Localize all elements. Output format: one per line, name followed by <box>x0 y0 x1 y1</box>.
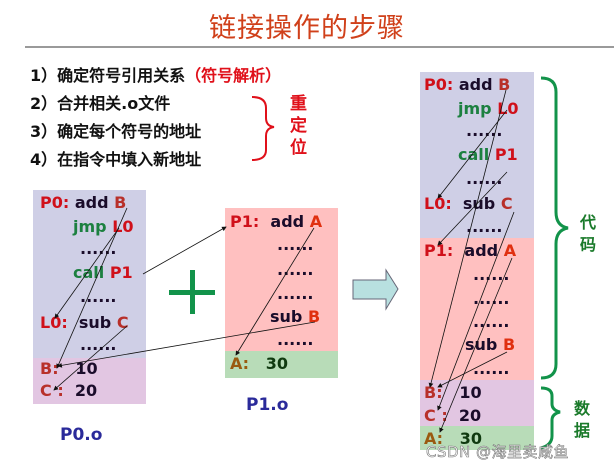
merged-line-7: ...... <box>466 217 503 236</box>
merged-line-3: ...... <box>466 121 503 140</box>
step-2: 2）合并相关.o文件 <box>30 90 170 114</box>
p1-data-a: A: 30 <box>230 354 289 373</box>
merged-line-2: jmp L0 <box>458 99 519 118</box>
step-text: 确定每个符号的地址 <box>57 122 202 141</box>
data-label: 数 据 <box>574 398 592 442</box>
p1-line-5: sub B <box>270 307 321 326</box>
merged-line-9: ...... <box>473 265 510 284</box>
step-1: 1）确定符号引用关系（符号解析） <box>30 62 281 86</box>
code-char: 码 <box>580 235 597 254</box>
reloc-char: 位 <box>290 138 307 158</box>
p0-data-b: B: 10 <box>40 359 98 378</box>
code-label: 代 码 <box>580 212 598 256</box>
merged-line-5: ...... <box>466 169 503 188</box>
merged-line-11: ...... <box>473 312 510 331</box>
step-number: 3） <box>30 122 58 141</box>
title-divider <box>25 46 614 48</box>
merge-arrow-icon <box>352 268 399 311</box>
p0-line-7: ...... <box>80 335 117 354</box>
step-4: 4）在指令中填入新地址 <box>30 146 201 170</box>
step-text: 在指令中填入新地址 <box>57 150 202 169</box>
step-number: 1） <box>30 66 58 85</box>
p0-line-2: jmp L0 <box>73 217 134 236</box>
p0-line-1: P0: add B <box>40 193 127 212</box>
step-note: （符号解析） <box>185 66 282 85</box>
reloc-char: 定 <box>290 116 307 136</box>
p1-line-1: P1: add A <box>230 212 323 231</box>
merged-line-6: L0: sub C <box>424 194 513 213</box>
data-char: 据 <box>574 421 591 440</box>
step-number: 4） <box>30 150 58 169</box>
merged-line-13: ...... <box>473 359 510 378</box>
reloc-char: 重 <box>290 94 307 114</box>
p0-line-5: ...... <box>80 287 117 306</box>
merged-data-c: C : 20 <box>424 406 482 425</box>
merged-line-8: P1: add A <box>424 241 517 260</box>
step-text: 合并相关.o文件 <box>57 94 171 113</box>
p1-line-6: ...... <box>277 330 314 349</box>
merged-line-10: ...... <box>473 289 510 308</box>
p1-line-2: ...... <box>277 235 314 254</box>
merged-data-b: B: 10 <box>424 383 482 402</box>
p0-line-3: ...... <box>80 239 117 258</box>
p0-data-c: C : 20 <box>40 381 98 400</box>
data-char: 数 <box>574 399 591 418</box>
watermark: CSDN @海里卖咸鱼 <box>426 443 570 462</box>
merged-line-4: call P1 <box>458 145 518 164</box>
p1-line-4: ...... <box>277 284 314 303</box>
step-3: 3）确定每个符号的地址 <box>30 118 201 142</box>
p1-filename: P1.o <box>246 395 289 415</box>
p0-filename: P0.o <box>60 425 103 445</box>
step-text: 确定符号引用关系 <box>57 66 186 85</box>
p1-line-3: ...... <box>277 260 314 279</box>
data-brace-icon <box>540 386 561 450</box>
p0-line-6: L0: sub C <box>40 313 129 332</box>
merged-line-12: sub B <box>465 335 516 354</box>
code-char: 代 <box>580 213 597 232</box>
page-title: 链接操作的步骤 <box>209 13 405 44</box>
p0-line-4: call P1 <box>73 263 133 282</box>
code-brace-icon <box>540 76 569 380</box>
relocation-brace-icon <box>251 96 275 161</box>
merged-line-1: P0: add B <box>424 75 511 94</box>
relocation-label: 重 定 位 <box>290 93 310 159</box>
merged-data-a: A: 30 <box>424 429 483 448</box>
step-number: 2） <box>30 94 58 113</box>
